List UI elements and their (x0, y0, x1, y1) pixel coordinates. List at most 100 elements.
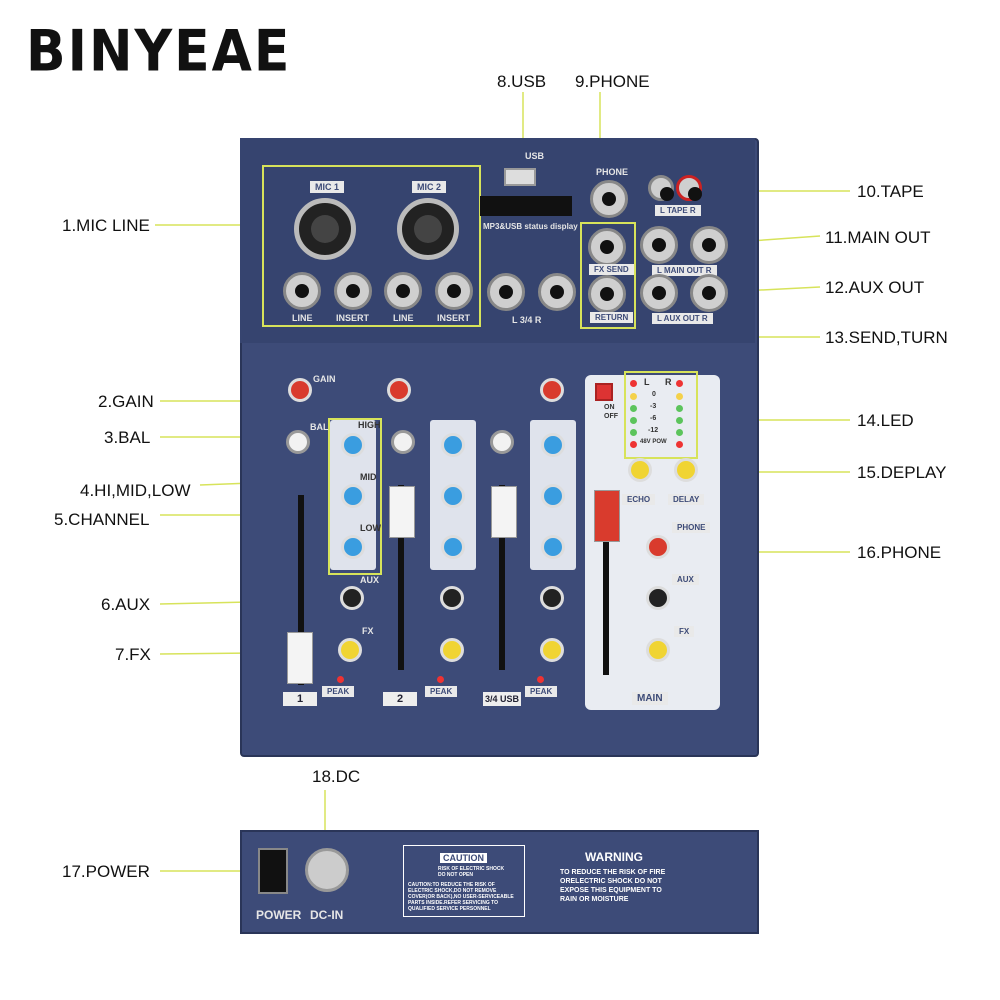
aux-out-r-jack[interactable] (690, 274, 728, 312)
echo-label: ECHO (622, 494, 656, 505)
mp3-display (480, 196, 572, 216)
led-highlight (624, 371, 698, 459)
mid-knob-1[interactable] (341, 484, 365, 508)
phone-knob[interactable] (646, 535, 670, 559)
stereo-r-jack[interactable] (538, 273, 576, 311)
power-switch-indicator[interactable] (595, 383, 613, 401)
high-knob-3[interactable] (541, 433, 565, 457)
gain-label: GAIN (313, 374, 336, 384)
tape-r-jack[interactable] (676, 175, 702, 201)
high-knob-1[interactable] (341, 433, 365, 457)
fader-track-1 (298, 495, 304, 685)
led-r-0 (676, 393, 683, 400)
xlr-input-1[interactable] (294, 198, 356, 260)
delay-knob[interactable] (674, 458, 698, 482)
aux-out-l-jack[interactable] (640, 274, 678, 312)
main-aux-label: AUX (672, 574, 699, 585)
led-l-clip (630, 380, 637, 387)
line-label-1: LINE (292, 313, 313, 323)
main-fader[interactable] (594, 490, 620, 542)
low-label: LOW (360, 523, 381, 533)
aux-knob-3[interactable] (540, 586, 564, 610)
led-l-0 (630, 393, 637, 400)
eq-highlight (328, 418, 382, 575)
fx-knob-1[interactable] (338, 638, 362, 662)
xlr-input-2[interactable] (397, 198, 459, 260)
callout-phone: 16.PHONE (857, 543, 942, 562)
main-fx-knob[interactable] (646, 638, 670, 662)
line-jack-1[interactable] (283, 272, 321, 310)
high-knob-2[interactable] (441, 433, 465, 457)
peak-led-1 (337, 676, 344, 683)
insert-jack-1[interactable] (334, 272, 372, 310)
led-l-12 (630, 429, 637, 436)
bal-knob-1[interactable] (286, 430, 310, 454)
aux-knob-1[interactable] (340, 586, 364, 610)
mid-knob-2[interactable] (441, 484, 465, 508)
callout-gain: 2.GAIN (98, 392, 154, 411)
fader-1[interactable] (287, 632, 313, 684)
main-aux-knob[interactable] (646, 586, 670, 610)
fx-send-jack[interactable] (588, 228, 626, 266)
channel-number-2: 2 (383, 692, 417, 706)
aux-knob-2[interactable] (440, 586, 464, 610)
fx-knob-3[interactable] (540, 638, 564, 662)
dc-in-connector[interactable] (305, 848, 349, 892)
low-knob-1[interactable] (341, 535, 365, 559)
peak-label-3: PEAK (525, 686, 558, 697)
echo-knob[interactable] (628, 458, 652, 482)
line-jack-2[interactable] (384, 272, 422, 310)
callout-main-out: 11.MAIN OUT (825, 228, 931, 247)
fx-knob-2[interactable] (440, 638, 464, 662)
led-l-label: L (644, 377, 650, 387)
tape-l-jack[interactable] (648, 175, 674, 201)
gain-knob-1[interactable] (288, 378, 312, 402)
bal-knob-3[interactable] (490, 430, 514, 454)
main-out-l-jack[interactable] (640, 226, 678, 264)
callout-usb: 8.USB (497, 72, 547, 91)
fx-send-label: FX SEND (589, 264, 634, 275)
low-knob-2[interactable] (441, 535, 465, 559)
caution-title: CAUTION (440, 853, 487, 863)
callout-dc: 18.DC (312, 767, 361, 786)
phone-out-jack[interactable] (590, 180, 628, 218)
low-knob-3[interactable] (541, 535, 565, 559)
warning-title: WARNING (585, 850, 643, 864)
led-r-label: R (665, 377, 672, 387)
insert-jack-2[interactable] (435, 272, 473, 310)
mp3-status-label: MP3&USB status display (483, 222, 578, 231)
dcin-label: DC-IN (310, 908, 344, 922)
fader-3[interactable] (491, 486, 517, 538)
fx-label: FX (362, 626, 374, 636)
aux-label: AUX (360, 575, 380, 585)
callout-eq: 4.HI,MID,LOW (80, 481, 191, 500)
led-level-6: -6 (650, 415, 657, 422)
stereo-34-label: L 3/4 R (512, 315, 542, 325)
led-level-48v: 48V POW (640, 439, 667, 445)
power-switch[interactable] (258, 848, 288, 894)
peak-led-3 (537, 676, 544, 683)
led-r-clip (676, 380, 683, 387)
return-label: RETURN (590, 312, 634, 323)
usb-port[interactable] (504, 168, 536, 186)
fx-return-jack[interactable] (588, 275, 626, 313)
main-out-r-jack[interactable] (690, 226, 728, 264)
main-fader-track (603, 490, 609, 675)
callout-led: 14.LED (857, 411, 914, 430)
mic-line-highlight (262, 165, 481, 327)
warning-body: TO REDUCE THE RISK OF FIRE ORELECTRIC SH… (560, 869, 666, 903)
bal-label: BAL (310, 422, 329, 432)
phone-label: PHONE (672, 522, 711, 533)
bal-knob-2[interactable] (391, 430, 415, 454)
caution-sub: RISK OF ELECTRIC SHOCK DO NOT OPEN (438, 866, 505, 878)
callout-mic-line: 1.MIC LINE (62, 216, 150, 235)
callout-power: 17.POWER (62, 862, 150, 881)
callout-phone-top: 9.PHONE (575, 72, 650, 91)
fader-2[interactable] (389, 486, 415, 538)
gain-knob-2[interactable] (387, 378, 411, 402)
mid-knob-3[interactable] (541, 484, 565, 508)
callout-channel: 5.CHANNEL (54, 510, 150, 529)
stereo-l-jack[interactable] (487, 273, 525, 311)
gain-knob-3[interactable] (540, 378, 564, 402)
led-pow (676, 441, 683, 448)
